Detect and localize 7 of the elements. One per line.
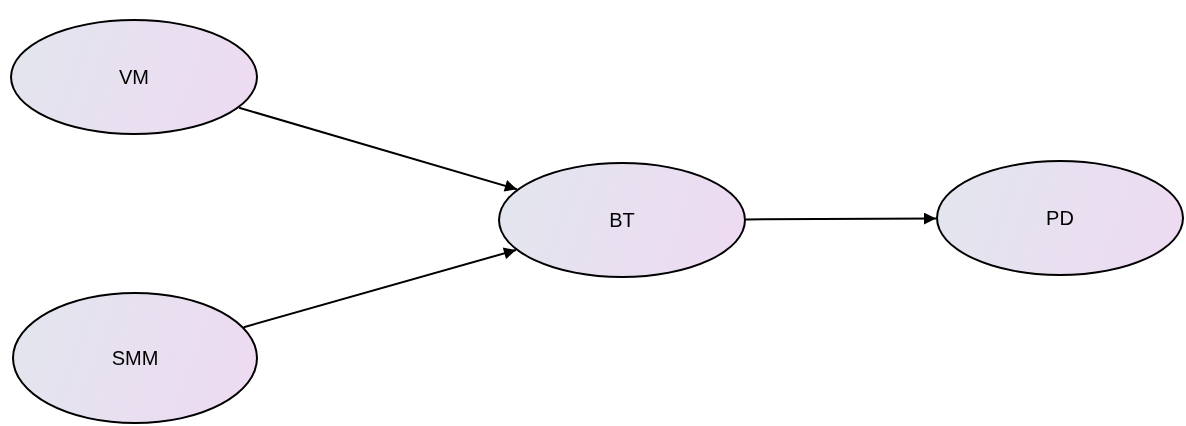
node-label: BT [609, 208, 635, 232]
arrow [745, 212, 937, 225]
arrow [238, 106, 518, 192]
node-label: PD [1046, 206, 1074, 230]
node-label: VM [119, 65, 149, 89]
arrow [242, 247, 517, 329]
node-label: SMM [111, 346, 159, 370]
